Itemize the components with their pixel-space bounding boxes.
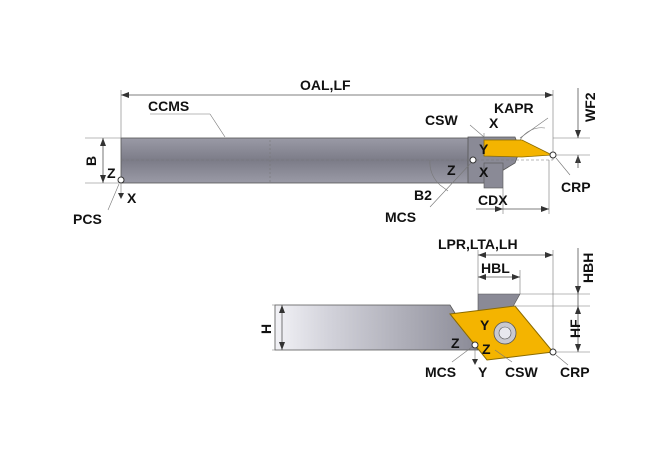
lpr-arrow-right bbox=[545, 252, 553, 258]
hf-label: HF bbox=[567, 319, 583, 338]
b-arrow-bottom bbox=[100, 175, 106, 183]
pcs-label: PCS bbox=[73, 211, 102, 227]
h-arrow-bottom bbox=[279, 342, 285, 350]
b2-leader bbox=[439, 184, 449, 192]
b-arrow-top bbox=[100, 138, 106, 146]
csw-label: CSW bbox=[425, 112, 458, 128]
cdx-arrow-right bbox=[541, 206, 549, 212]
side-view: H LPR,LTA,LH HBL HBH HF Y Z Z Y MC bbox=[258, 236, 596, 380]
side-mcs-marker bbox=[471, 341, 479, 349]
side-y-arrow bbox=[472, 359, 478, 365]
side-crp-marker bbox=[549, 348, 557, 356]
b-label: B bbox=[83, 156, 99, 166]
top-view: OAL,LF CCMS B Z X PCS Z B2 MCS X Y X bbox=[73, 77, 598, 227]
pcs-x-arrow bbox=[118, 193, 124, 199]
kapr-arc bbox=[519, 127, 546, 141]
h-arrow-top bbox=[279, 305, 285, 313]
kapr-label: KAPR bbox=[494, 100, 534, 116]
hf-arrow-bottom bbox=[575, 344, 581, 352]
mcs-label: MCS bbox=[385, 209, 416, 225]
pcs-axis-z: Z bbox=[107, 165, 116, 181]
side-crp-leader bbox=[555, 354, 569, 366]
side-axis-y-lower: Y bbox=[478, 364, 488, 380]
oal-arrow-right bbox=[545, 92, 553, 98]
hbl-label: HBL bbox=[481, 260, 510, 276]
wf2-arrow-top bbox=[575, 130, 581, 138]
hbl-arrow-right bbox=[512, 274, 520, 280]
pcs-axis-x: X bbox=[127, 190, 137, 206]
side-shank-body bbox=[274, 304, 479, 351]
pcs-origin-marker bbox=[117, 176, 125, 184]
mcs-leader bbox=[429, 162, 472, 208]
cutting-insert-top bbox=[483, 139, 554, 158]
mcs-origin-marker bbox=[469, 156, 477, 164]
hbl-arrow-left bbox=[478, 274, 486, 280]
screw-head bbox=[498, 326, 512, 340]
ccms-label: CCMS bbox=[148, 98, 189, 114]
oal-label: OAL,LF bbox=[300, 77, 351, 93]
lpr-label: LPR,LTA,LH bbox=[438, 236, 518, 252]
cdx-arrow-left bbox=[495, 206, 503, 212]
shank-body bbox=[120, 137, 484, 184]
oal-arrow-left bbox=[121, 92, 129, 98]
side-csw-leader bbox=[494, 349, 513, 363]
side-axis-z-left: Z bbox=[451, 335, 460, 351]
b2-arc bbox=[429, 159, 441, 186]
hf-arrow-top bbox=[575, 306, 581, 314]
top-axis-z: Z bbox=[447, 162, 456, 178]
csw-leader bbox=[469, 124, 485, 138]
ccms-leader bbox=[209, 113, 226, 138]
hbh-arrow bbox=[575, 286, 581, 294]
lpr-arrow-left bbox=[478, 252, 486, 258]
crp-label-top: CRP bbox=[561, 179, 591, 195]
side-axis-z-right: Z bbox=[482, 341, 491, 357]
top-axis-x-upper: X bbox=[489, 115, 499, 131]
pcs-leader bbox=[107, 183, 120, 211]
side-csw-label: CSW bbox=[505, 364, 538, 380]
side-mcs-leader bbox=[451, 346, 473, 363]
b2-label: B2 bbox=[414, 187, 432, 203]
side-mcs-label: MCS bbox=[425, 364, 456, 380]
cdx-label: CDX bbox=[478, 192, 508, 208]
side-crp-label: CRP bbox=[560, 364, 590, 380]
wf2-label: WF2 bbox=[582, 92, 598, 122]
hbh-label: HBH bbox=[580, 253, 596, 283]
side-axis-y-upper: Y bbox=[480, 317, 490, 333]
crp-marker-top bbox=[549, 151, 557, 159]
clamp-block bbox=[483, 162, 504, 189]
top-axis-x-lower: X bbox=[479, 164, 489, 180]
top-axis-y: Y bbox=[479, 141, 489, 157]
h-label: H bbox=[258, 324, 274, 334]
kapr-leader bbox=[519, 117, 549, 139]
crp-leader-top bbox=[555, 157, 571, 176]
